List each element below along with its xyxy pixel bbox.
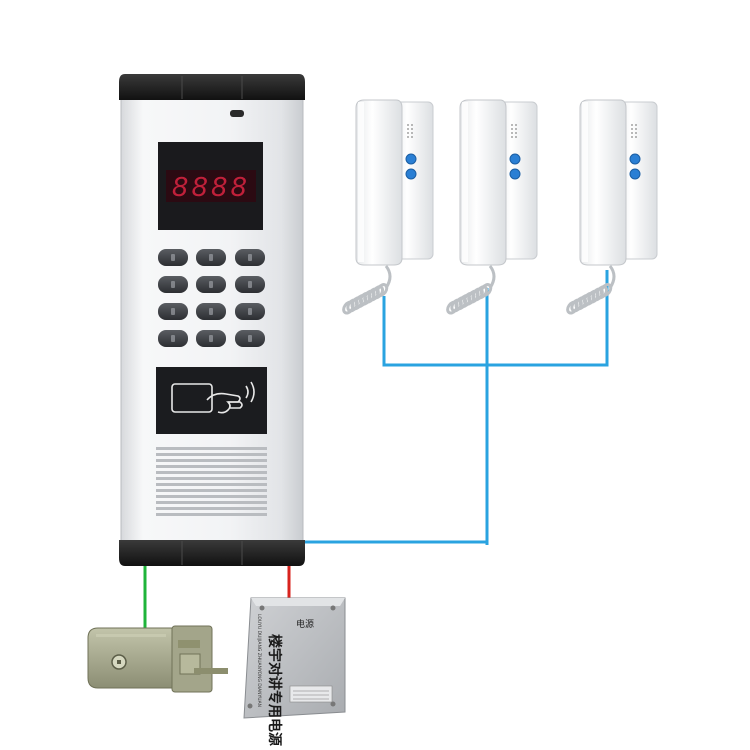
- power-label-main: 楼宇对讲专用电源: [266, 634, 283, 746]
- grille-slot: [156, 495, 267, 498]
- grille-slot: [156, 483, 267, 486]
- electric-lock: [87, 625, 228, 693]
- keypad-key: [196, 276, 226, 293]
- keypad-key: [235, 249, 265, 266]
- door-station-panel: 8888: [119, 74, 305, 566]
- display-digits: 8888: [172, 173, 250, 203]
- grille-slot: [156, 465, 267, 468]
- keypad-key: [235, 330, 265, 347]
- keypad-key: [235, 303, 265, 320]
- keypad-key: [235, 276, 265, 293]
- camera-lens: [230, 110, 244, 117]
- keypad-key: [196, 249, 226, 266]
- power-supply: 电源 楼宇对讲专用电源 LOUYU DUIJIANG ZHUANYONG DIA…: [243, 597, 346, 746]
- grille-slot: [156, 507, 267, 510]
- speaker-grille: [156, 447, 267, 516]
- keypad-key: [158, 276, 188, 293]
- grille-slot: [156, 513, 267, 516]
- coiled-cord: [566, 265, 616, 315]
- keypad: [158, 249, 265, 347]
- handset-button: [629, 168, 641, 180]
- keypad-key: [158, 330, 188, 347]
- grille-slot: [156, 489, 267, 492]
- coiled-cord: [342, 265, 392, 315]
- indoor-handset: [446, 99, 538, 315]
- grille-slot: [156, 459, 267, 462]
- handset-button: [629, 153, 641, 165]
- grille-slot: [156, 501, 267, 504]
- grille-slot: [156, 447, 267, 450]
- grille-slot: [156, 471, 267, 474]
- indoor-handsets: [342, 99, 658, 315]
- handset-button: [509, 168, 521, 180]
- handset-button: [405, 168, 417, 180]
- panel-top-cap: [119, 74, 305, 100]
- keypad-key: [158, 303, 188, 320]
- power-label-top: 电源: [296, 618, 314, 630]
- keypad-key: [158, 249, 188, 266]
- grille-slot: [156, 477, 267, 480]
- keypad-key: [196, 330, 226, 347]
- handset-button: [405, 153, 417, 165]
- indoor-handset: [566, 99, 658, 315]
- power-label-side: LOUYU DUIJIANG ZHUANYONG DIANYUAN: [256, 614, 262, 707]
- grille-slot: [156, 453, 267, 456]
- rfid-card-hand-icon: [171, 381, 255, 414]
- coiled-cord: [446, 265, 496, 315]
- blue-wire-handsets: [382, 270, 609, 367]
- keypad-key: [196, 303, 226, 320]
- panel-bottom-cap: [119, 540, 305, 566]
- indoor-handset: [342, 99, 434, 315]
- wiring: [143, 270, 609, 632]
- handset-button: [509, 153, 521, 165]
